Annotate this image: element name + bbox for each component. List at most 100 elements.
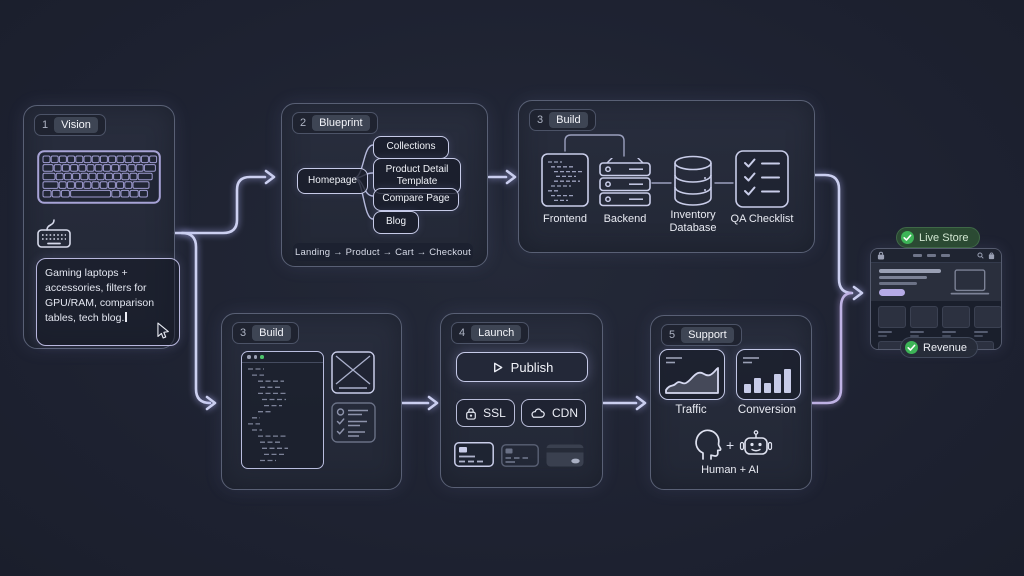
laptop-product-icon <box>950 269 990 295</box>
revenue-badge: Revenue <box>900 337 979 358</box>
check-circle-icon <box>905 341 918 354</box>
store-nav-links[interactable] <box>912 254 950 257</box>
publish-button[interactable]: Publish <box>456 352 588 382</box>
panel-support: 5 Support Traffic Conversion <box>650 315 812 490</box>
step-number: 2 <box>300 117 307 129</box>
conversion-chart-card <box>736 349 801 400</box>
arrowhead-build <box>505 169 517 185</box>
hero-cta-button[interactable] <box>879 289 905 296</box>
step-number: 4 <box>459 327 466 339</box>
panel-vision: 1 Vision Gaming laptops + accessories, f… <box>23 105 180 349</box>
keyboard-illustration-icon <box>37 150 161 204</box>
node-compare-page: Compare Page <box>373 188 459 211</box>
cart-icon[interactable] <box>988 252 995 260</box>
task-checklist-card-icon <box>331 402 376 443</box>
wire-vision-to-blueprint <box>172 175 267 235</box>
step-label: Launch <box>471 325 522 341</box>
step-badge-build2: 3 Build <box>232 322 299 344</box>
product-card[interactable] <box>878 306 906 337</box>
payment-card-primary-icon <box>454 442 494 467</box>
traffic-chart-card <box>659 349 725 400</box>
wire-build-to-store <box>813 173 854 295</box>
step-number: 1 <box>42 119 49 131</box>
vision-note-text: Gaming laptops + accessories, filters fo… <box>45 267 155 324</box>
conversion-bar-chart-icon <box>743 357 791 393</box>
payment-card-back-icon <box>546 444 584 467</box>
panel-build: 3 Build <box>518 100 815 253</box>
search-icon[interactable] <box>977 252 984 259</box>
keyboard-small-icon <box>37 219 71 248</box>
text-cursor <box>125 311 127 322</box>
arrowhead-support <box>635 395 647 411</box>
code-editor-window <box>241 351 324 469</box>
step-label: Build <box>252 325 291 341</box>
database-icon <box>674 155 712 206</box>
editor-titlebar <box>242 352 323 363</box>
frontend-code-icon <box>541 153 589 207</box>
backend-server-icon <box>599 158 651 207</box>
label-conversion: Conversion <box>737 404 797 416</box>
label-human-ai: Human + AI <box>701 464 759 476</box>
store-browser-window <box>870 248 1002 350</box>
node-blog: Blog <box>373 211 419 234</box>
cloud-icon <box>531 408 545 418</box>
label-traffic: Traffic <box>675 404 707 416</box>
vision-note-input[interactable]: Gaming laptops + accessories, filters fo… <box>36 258 180 346</box>
label-inventory-database: Inventory Database <box>669 209 717 235</box>
panel-launch: 4 Launch Publish SSL CDN <box>440 313 603 488</box>
step-badge-build: 3 Build <box>529 109 596 131</box>
live-store-preview: Live Store <box>860 224 1020 364</box>
step-label: Build <box>549 112 588 128</box>
step-number: 3 <box>537 114 544 126</box>
panel-build-code: 3 Build <box>221 313 402 490</box>
checklist-icon <box>735 150 789 208</box>
funnel-flow-strip: Landing → Product → Cart → Checkout <box>293 243 473 261</box>
step-label: Vision <box>54 117 98 133</box>
step-label: Support <box>681 327 734 343</box>
plus-sign: + <box>726 437 735 453</box>
code-lines <box>248 368 288 462</box>
lock-icon <box>877 251 885 260</box>
step-badge-launch: 4 Launch <box>451 322 530 344</box>
node-homepage: Homepage <box>297 168 368 194</box>
cdn-chip: CDN <box>521 399 586 427</box>
arrowhead-blueprint <box>264 169 276 185</box>
hero-subline <box>879 276 927 279</box>
step-badge-vision: 1 Vision <box>34 114 106 136</box>
label-qa-checklist: QA Checklist <box>730 213 794 225</box>
store-header-bar <box>871 249 1001 263</box>
product-card[interactable] <box>910 306 938 337</box>
wire-vision-to-build2 <box>180 231 212 405</box>
payment-card-secondary-icon <box>501 444 539 467</box>
image-placeholder-icon <box>331 351 375 394</box>
step-number: 3 <box>240 327 247 339</box>
label-backend: Backend <box>603 213 647 225</box>
step-badge-support: 5 Support <box>661 324 742 346</box>
robot-icon <box>739 430 773 455</box>
label-frontend: Frontend <box>542 213 588 225</box>
wire-support-to-store <box>810 291 853 405</box>
product-card[interactable] <box>974 306 1001 337</box>
window-dot <box>253 355 257 359</box>
hero-subline <box>879 282 917 285</box>
ssl-chip: SSL <box>456 399 515 427</box>
window-dot <box>247 355 251 359</box>
step-label: Blueprint <box>312 115 370 131</box>
window-dot-green <box>260 355 264 359</box>
store-hero-section <box>871 263 1001 301</box>
arrowhead-launch <box>427 395 439 411</box>
human-head-icon <box>695 429 722 460</box>
node-collections: Collections <box>373 136 449 159</box>
lock-icon <box>466 407 477 420</box>
traffic-line-chart-icon <box>665 357 719 394</box>
step-number: 5 <box>669 329 676 341</box>
hero-headline <box>879 269 941 273</box>
live-store-badge: Live Store <box>896 227 980 248</box>
build-icon-connectors <box>564 134 734 184</box>
check-circle-icon <box>901 231 914 244</box>
step-badge-blueprint: 2 Blueprint <box>292 112 378 134</box>
product-card[interactable] <box>942 306 970 337</box>
mouse-cursor-icon <box>157 322 169 339</box>
panel-blueprint: 2 Blueprint Homepage Collections Product… <box>281 103 488 267</box>
